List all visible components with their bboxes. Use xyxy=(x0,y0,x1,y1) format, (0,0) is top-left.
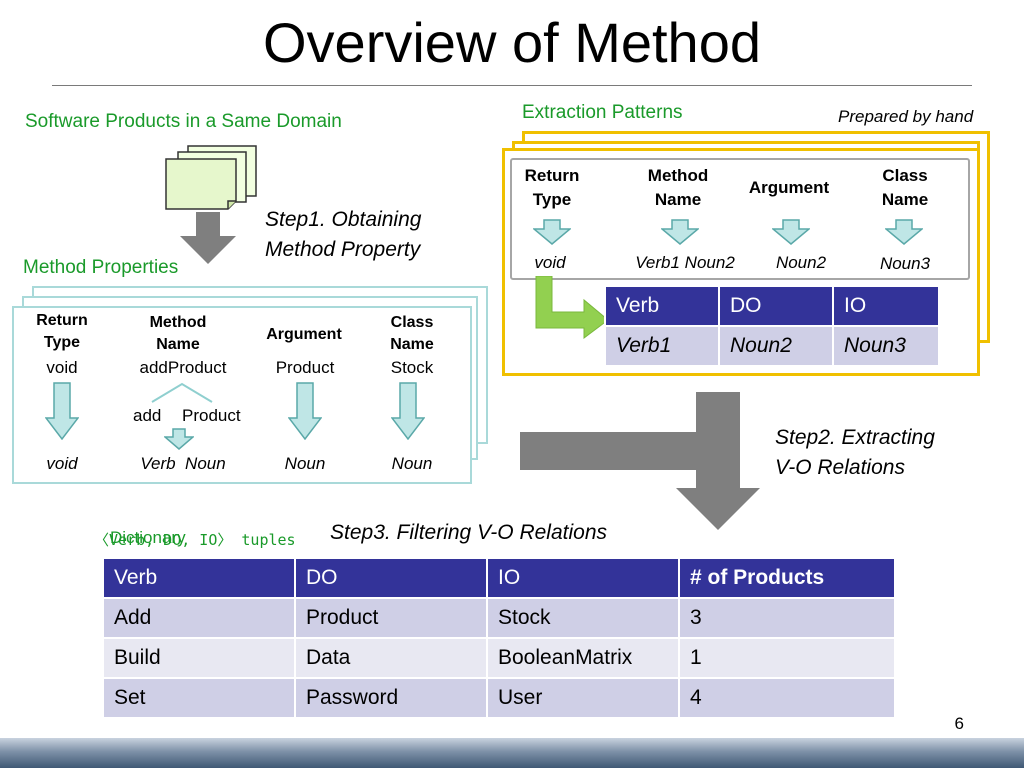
pattern-table-cell-do: Noun2 xyxy=(718,325,834,367)
ep-arrow-argument xyxy=(772,219,810,245)
dictionary-label: Dictionary xyxy=(110,528,186,547)
dict-header-io: IO xyxy=(486,557,680,599)
method-properties-label: Method Properties xyxy=(23,257,179,278)
ep-header-method-name: Method Name xyxy=(647,166,709,209)
dict-cell: Password xyxy=(294,677,488,719)
dict-cell: Product xyxy=(294,597,488,639)
dict-header-do: DO xyxy=(294,557,488,599)
documents-icon xyxy=(165,145,257,210)
step2-line1: Step2. Extracting xyxy=(775,426,935,449)
pattern-table-cell-verb: Verb1 xyxy=(604,325,720,367)
mp-value-method-name: addProduct xyxy=(139,358,227,377)
ep-arrow-class-name xyxy=(885,219,923,245)
mp-header-method-name: Method Name xyxy=(149,314,207,353)
dict-cell: Add xyxy=(102,597,296,639)
dictionary-table: Verb DO IO # of Products Add Product Sto… xyxy=(102,557,896,719)
dict-header-verb: Verb xyxy=(102,557,296,599)
ep-header-return-type: Return Type xyxy=(524,166,580,209)
pattern-table-cell-io: Noun3 xyxy=(832,325,940,367)
pattern-table-header-verb: Verb xyxy=(604,285,720,327)
mp-arrow-method-name xyxy=(164,428,194,450)
mp-result-return-type: void xyxy=(46,454,78,473)
step3-label: Step3. Filtering V-O Relations xyxy=(330,521,608,544)
mp-split-noun: Product xyxy=(182,406,241,425)
prepared-by-hand-note: Prepared by hand xyxy=(838,107,974,126)
tuples-label: 〈Verb, DO, IO〉 tuples xyxy=(94,531,296,549)
ep-arrow-return-type xyxy=(533,219,571,245)
ep-arrow-method-name xyxy=(661,219,699,245)
dict-cell: 1 xyxy=(678,637,896,679)
pattern-table-header-do: DO xyxy=(718,285,834,327)
mp-result-argument: Noun xyxy=(284,454,326,473)
step2-line2: V-O Relations xyxy=(775,456,905,479)
table-row: Set Password User 4 xyxy=(102,677,896,719)
dict-cell: Stock xyxy=(486,597,680,639)
mp-arrow-argument xyxy=(288,382,322,440)
dict-cell: Set xyxy=(102,677,296,719)
pattern-bent-arrow xyxy=(535,276,609,339)
dict-cell: Build xyxy=(102,637,296,679)
title-divider xyxy=(52,85,972,86)
dict-cell: 4 xyxy=(678,677,896,719)
ep-result-class-name: Noun3 xyxy=(879,254,931,273)
dict-header-products: # of Products xyxy=(678,557,896,599)
page-number: 6 xyxy=(954,714,964,733)
mp-header-argument: Argument xyxy=(266,326,342,343)
mp-result-method-name: Verb Noun xyxy=(140,454,226,473)
mp-arrow-class-name xyxy=(391,382,425,440)
dict-cell: 3 xyxy=(678,597,896,639)
mp-value-class-name: Stock xyxy=(390,358,434,377)
footer-band xyxy=(0,738,1024,768)
mp-value-return-type: void xyxy=(46,358,78,377)
software-products-label: Software Products in a Same Domain xyxy=(25,111,342,132)
table-row: Add Product Stock 3 xyxy=(102,597,896,639)
ep-header-argument: Argument xyxy=(748,178,830,197)
pattern-table-header-io: IO xyxy=(832,285,940,327)
mp-result-class-name: Noun xyxy=(391,454,433,473)
dict-cell: Data xyxy=(294,637,488,679)
mp-split-verb: add xyxy=(133,406,162,425)
step2-merge-arrow xyxy=(520,392,760,530)
dict-cell: User xyxy=(486,677,680,719)
ep-result-return-type: void xyxy=(534,253,566,272)
ep-result-argument: Noun2 xyxy=(775,253,827,272)
step1-line1: Step1. Obtaining xyxy=(265,208,422,231)
ep-result-method-name: Verb1 Noun2 xyxy=(635,253,735,272)
dict-cell: BooleanMatrix xyxy=(486,637,680,679)
mp-value-argument: Product xyxy=(275,358,335,377)
pattern-vo-table: Verb DO IO Verb1 Noun2 Noun3 xyxy=(604,285,940,367)
ep-header-class-name: Class Name xyxy=(881,166,929,209)
slide-title: Overview of Method xyxy=(263,11,761,74)
method-card-front xyxy=(12,306,472,484)
step1-down-arrow xyxy=(180,212,236,264)
mp-header-class-name: Class Name xyxy=(390,314,434,353)
mp-header-return-type: Return Type xyxy=(36,312,88,351)
table-row: Build Data BooleanMatrix 1 xyxy=(102,637,896,679)
step1-line2: Method Property xyxy=(265,238,421,261)
mp-split-lines xyxy=(151,382,213,403)
extraction-patterns-label: Extraction Patterns xyxy=(522,102,683,123)
mp-arrow-return-type xyxy=(45,382,79,440)
pattern-inner-box xyxy=(510,158,970,280)
